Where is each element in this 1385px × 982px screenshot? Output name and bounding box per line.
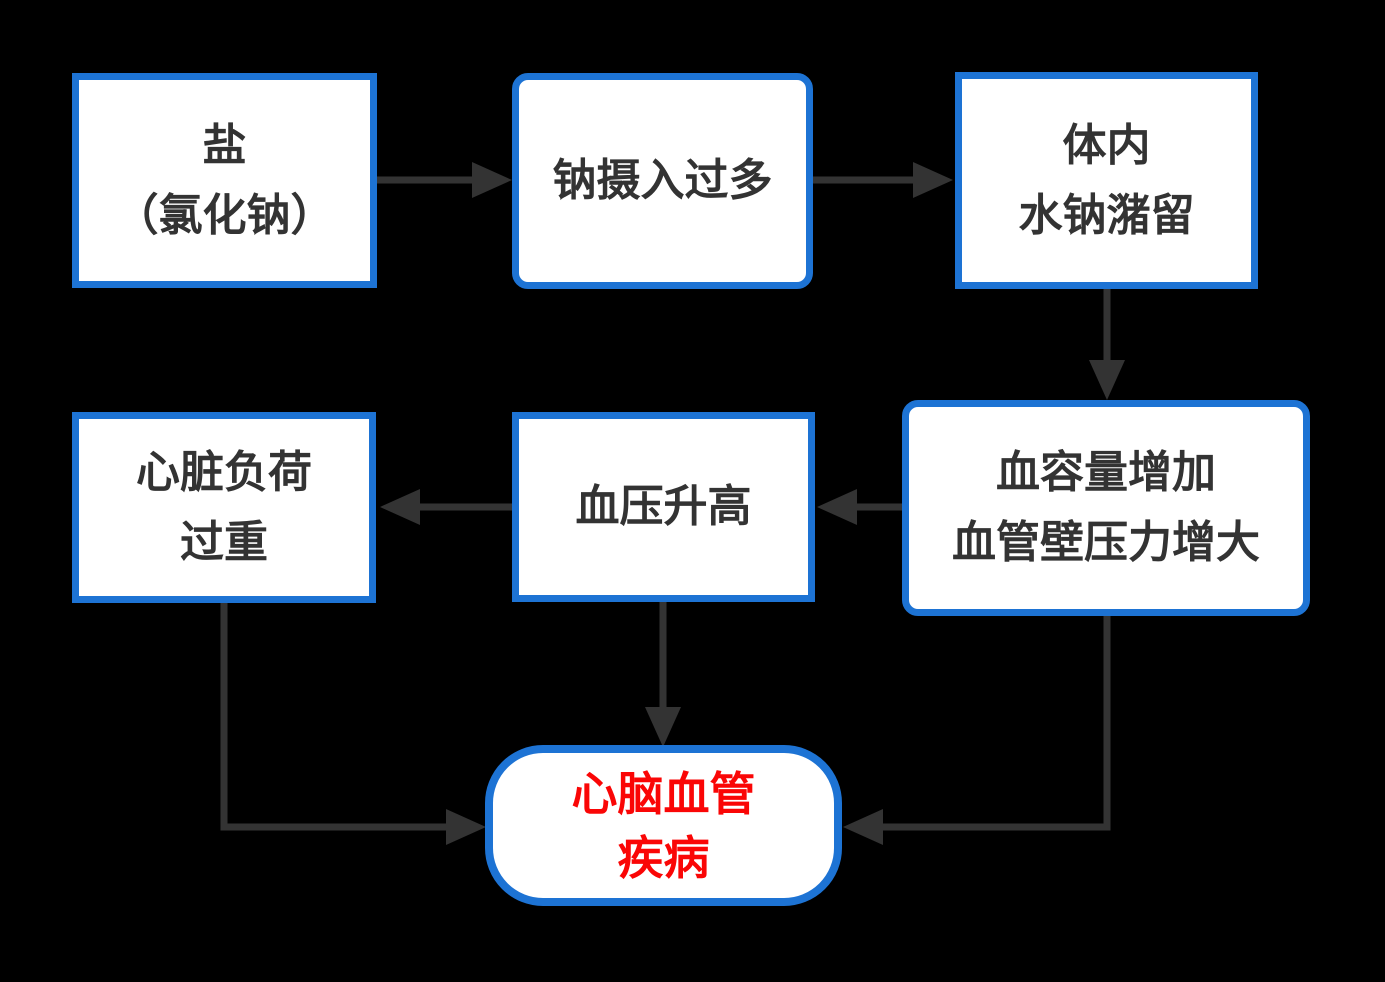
node-label: 血压升高 (575, 482, 752, 531)
arrow-sodium-intake-to-water-retention (813, 162, 953, 198)
node-label: 心脑血管 (571, 767, 756, 820)
node-label: 疾病 (617, 831, 710, 884)
arrow-blood-pressure-to-cvd (645, 602, 681, 747)
arrow-blood-pressure-to-heart-overload (380, 489, 512, 525)
arrow-salt-to-sodium-intake (377, 162, 512, 198)
arrow-blood-volume-to-cvd (843, 616, 1111, 845)
node-label: 过重 (180, 517, 268, 567)
node-label: 钠摄入过多 (552, 156, 773, 205)
node-label: （氯化钠） (114, 190, 335, 240)
node-label: 心脏负荷 (136, 447, 312, 497)
node-label: 盐 (202, 120, 247, 170)
arrow-blood-volume-to-blood-pressure (817, 489, 902, 525)
node-sodium-intake: 钠摄入过多 (512, 73, 813, 289)
node-salt: 盐 （氯化钠） (72, 73, 377, 288)
node-blood-volume: 血容量增加 血管壁压力增大 (902, 400, 1310, 616)
node-label: 血管壁压力增大 (952, 518, 1260, 567)
node-blood-pressure: 血压升高 (512, 412, 815, 602)
node-cvd-disease: 心脑血管 疾病 (485, 745, 842, 906)
node-label: 体内 (1062, 120, 1151, 170)
arrow-heart-overload-to-cvd (220, 603, 486, 845)
node-water-retention: 体内 水钠潴留 (955, 72, 1258, 289)
node-label: 血容量增加 (996, 448, 1216, 497)
node-label: 水钠潴留 (1018, 190, 1195, 240)
node-heart-overload: 心脏负荷 过重 (72, 412, 376, 603)
arrow-water-retention-to-blood-volume (1089, 289, 1125, 400)
